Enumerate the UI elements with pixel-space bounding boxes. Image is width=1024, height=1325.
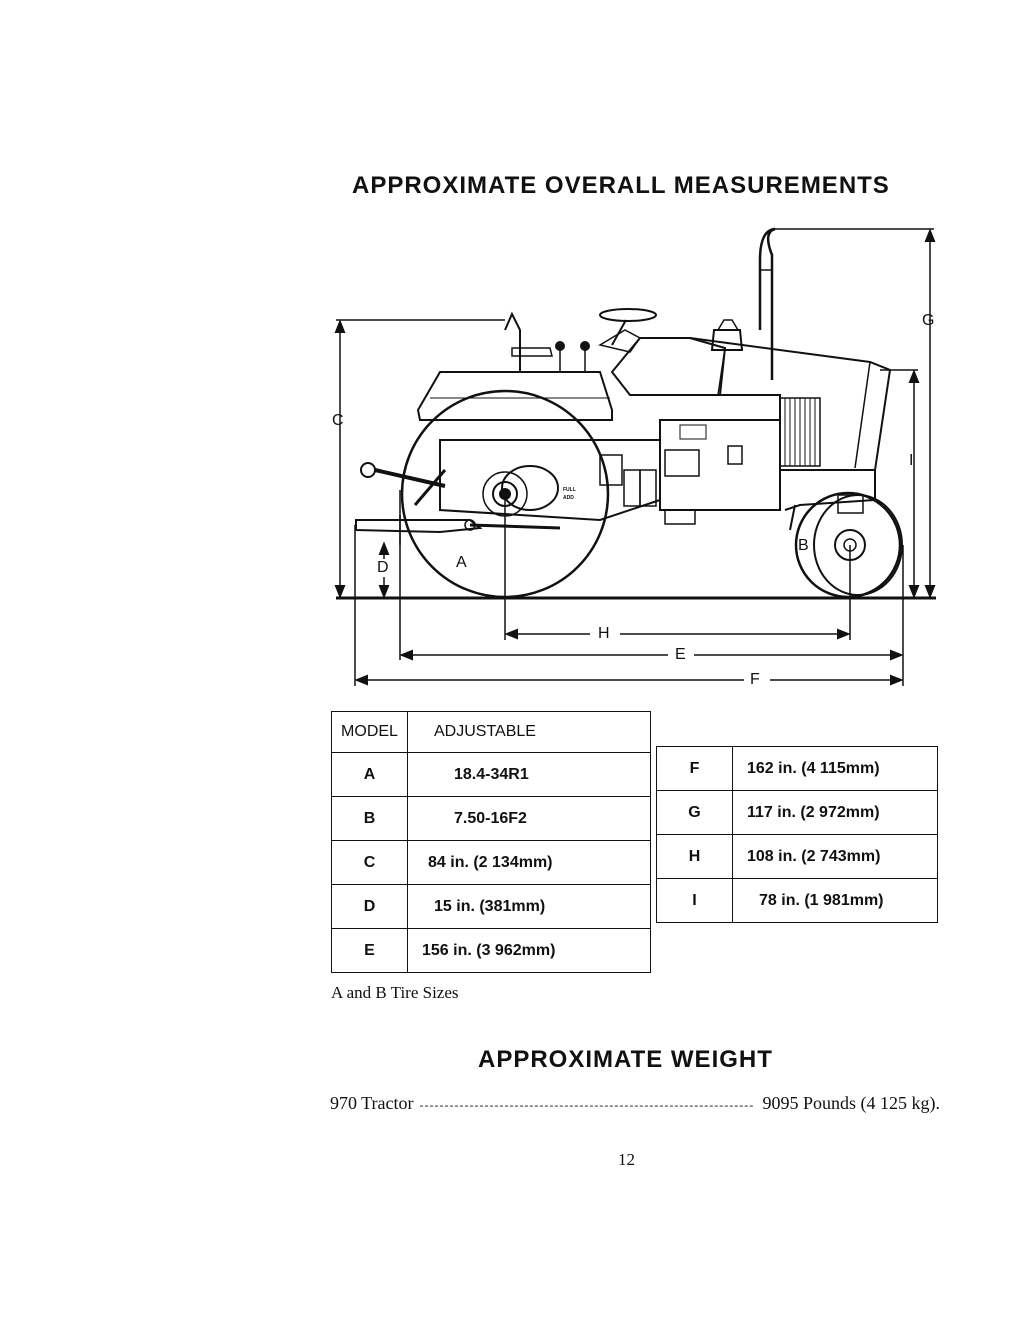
dim-label-h: H [598,625,610,642]
row-key: E [331,928,408,973]
row-value: 162 in. (4 115mm) [732,746,938,791]
table-row: H 108 in. (2 743mm) [656,834,938,879]
weight-item: 970 Tractor [330,1093,414,1113]
header-adjustable: ADJUSTABLE [407,711,651,753]
row-value: 7.50-16F2 [407,796,651,841]
dimension-table: F 162 in. (4 115mm) G 117 in. (2 972mm) … [656,746,938,923]
row-key: G [656,790,733,835]
row-key: F [656,746,733,791]
row-key: H [656,834,733,879]
row-value: 117 in. (2 972mm) [732,790,938,835]
row-key: A [331,752,408,797]
table-row: E 156 in. (3 962mm) [331,928,651,973]
row-key: I [656,878,733,923]
table-header-row: MODEL ADJUSTABLE [331,711,651,753]
weight-leader-dots: ----------------------------------------… [419,1098,755,1112]
table-row: G 117 in. (2 972mm) [656,790,938,835]
dim-label-f: F [750,671,760,688]
gauge-add-label: ADD [563,495,574,501]
table-row: B 7.50-16F2 [331,796,651,841]
weight-title: APPROXIMATE WEIGHT [478,1046,773,1073]
weight-value: 9095 Pounds (4 125 kg). [762,1093,940,1113]
table-row: D 15 in. (381mm) [331,884,651,929]
row-value: 18.4-34R1 [407,752,651,797]
dim-label-a: A [456,554,467,571]
gauge-full-label: FULL [563,487,576,493]
dim-label-g: G [922,312,935,329]
row-key: B [331,796,408,841]
row-value: 78 in. (1 981mm) [732,878,938,923]
page-number: 12 [618,1150,635,1169]
dim-label-i: I [909,452,914,470]
row-value: 84 in. (2 134mm) [407,840,651,885]
table-row: I 78 in. (1 981mm) [656,878,938,923]
model-table: MODEL ADJUSTABLE A 18.4-34R1 B 7.50-16F2… [331,711,651,973]
tire-sizes-caption: A and B Tire Sizes [331,983,459,1002]
dim-label-b: B [798,537,809,555]
header-model: MODEL [331,711,408,753]
weight-row: 970 Tractor ----------------------------… [330,1093,940,1114]
table-row: F 162 in. (4 115mm) [656,746,938,791]
table-row: C 84 in. (2 134mm) [331,840,651,885]
tractor-dimension-diagram [334,227,936,686]
dim-label-e: E [675,646,686,663]
table-row: A 18.4-34R1 [331,752,651,797]
row-key: D [331,884,408,929]
dim-label-d: D [377,559,389,577]
row-value: 108 in. (2 743mm) [732,834,938,879]
dim-label-c: C [332,412,344,429]
row-key: C [331,840,408,885]
row-value: 15 in. (381mm) [407,884,651,929]
row-value: 156 in. (3 962mm) [407,928,651,973]
page-title: APPROXIMATE OVERALL MEASUREMENTS [352,172,890,199]
